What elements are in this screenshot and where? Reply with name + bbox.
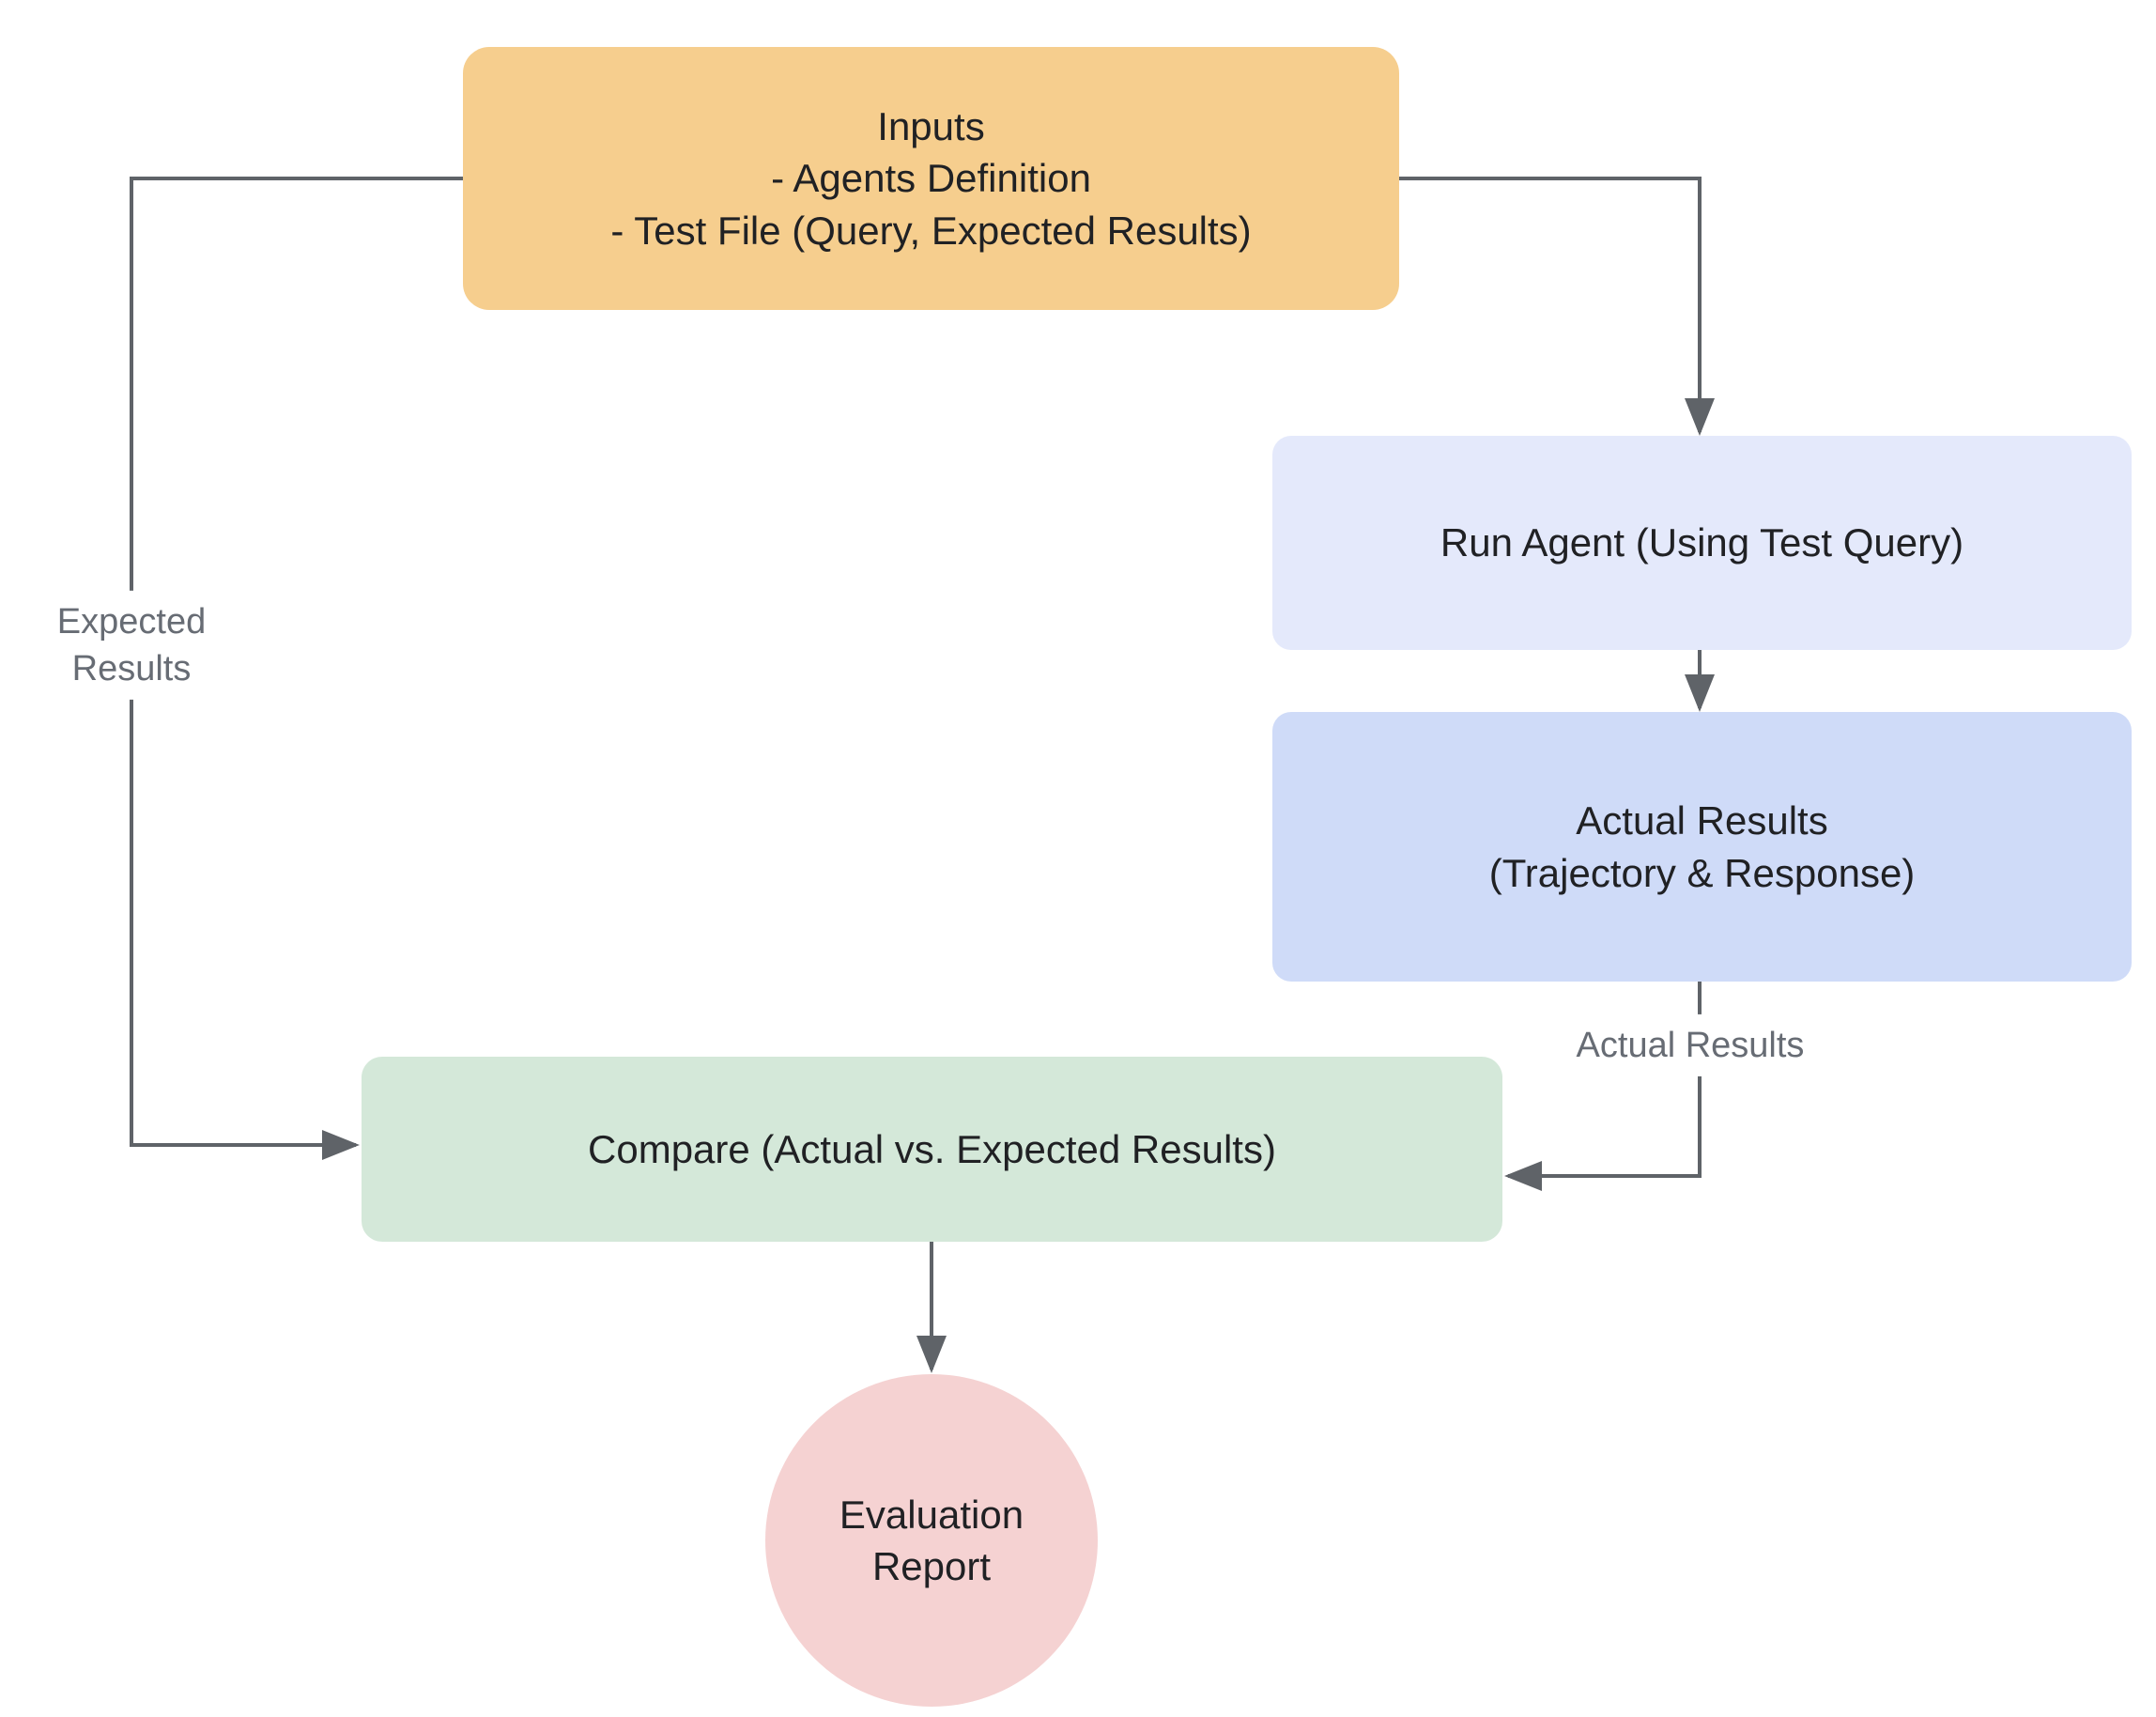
node-inputs-line-3: - Test File (Query, Expected Results): [610, 208, 1252, 253]
node-actual-results: Actual Results (Trajectory & Response): [1272, 712, 2132, 982]
node-evaluation-report-line-1: Evaluation: [839, 1492, 1024, 1537]
node-evaluation-report: Evaluation Report: [765, 1374, 1098, 1707]
node-run-agent-label: Run Agent (Using Test Query): [1440, 520, 1964, 565]
node-run-agent: Run Agent (Using Test Query): [1272, 436, 2132, 650]
node-inputs: Inputs - Agents Definition - Test File (…: [463, 47, 1399, 310]
edge-inputs-to-run-agent: [1399, 177, 1715, 436]
node-actual-results-line-1: Actual Results: [1576, 798, 1828, 843]
node-compare-label: Compare (Actual vs. Expected Results): [588, 1126, 1276, 1171]
edge-actual-results-to-compare: [1504, 982, 1702, 1191]
edge-label-expected-results-line-2: Results: [71, 649, 192, 688]
node-inputs-line-1: Inputs: [877, 103, 985, 148]
node-compare: Compare (Actual vs. Expected Results): [362, 1057, 1502, 1242]
edge-label-expected-results-line-1: Expected: [56, 601, 207, 642]
node-inputs-line-2: - Agents Definition: [771, 156, 1091, 201]
node-actual-results-line-2: (Trajectory & Response): [1488, 850, 1916, 895]
edge-label-actual-results: Actual Results: [1564, 1013, 1816, 1077]
edge-label-expected-results: Expected Results: [45, 590, 218, 701]
node-evaluation-report-line-2: Report: [871, 1544, 992, 1588]
